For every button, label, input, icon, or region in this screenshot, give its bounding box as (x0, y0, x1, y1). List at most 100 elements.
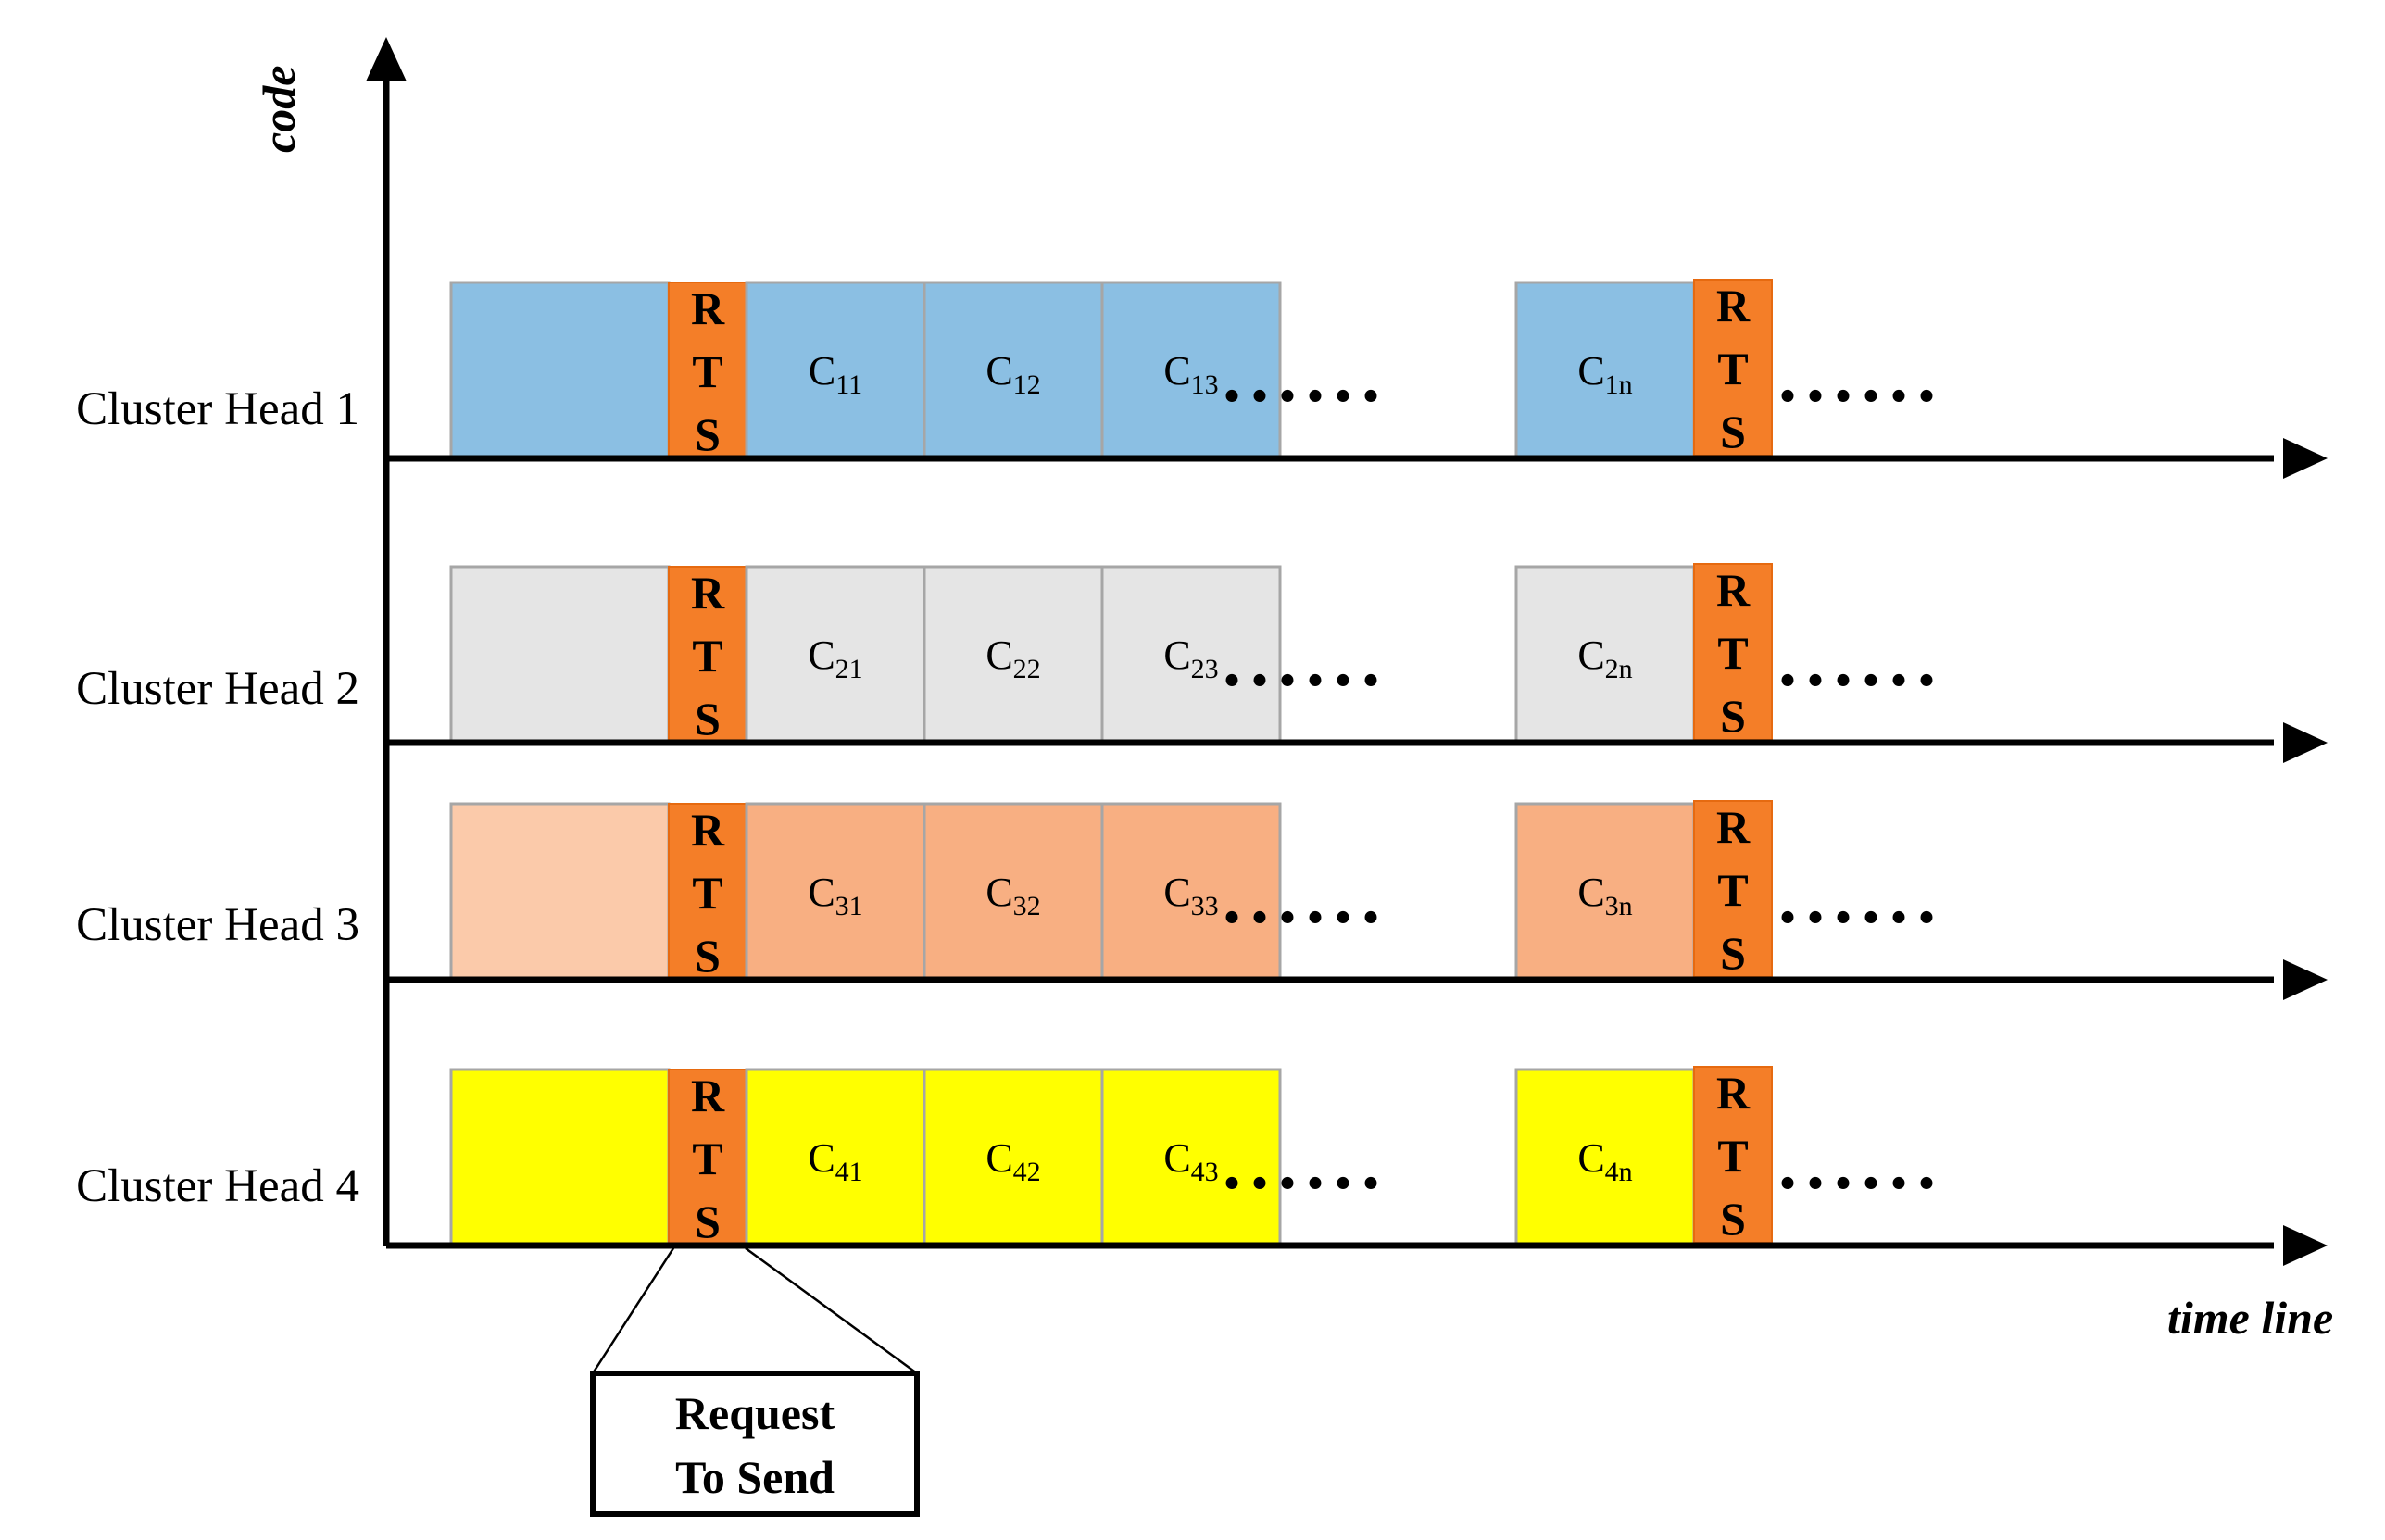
code-slot-label: C32 (985, 870, 1040, 921)
rts-letter: T (692, 867, 722, 919)
code-slot (745, 565, 926, 745)
code-slot-last (1514, 1068, 1696, 1247)
rts-letter: T (1717, 343, 1748, 394)
rts-letter: S (1720, 1193, 1746, 1245)
callout-left-line (591, 1247, 675, 1374)
callout-line-1: Request (675, 1387, 835, 1439)
rts-letter: R (691, 567, 725, 619)
code-axis-arrowhead (366, 37, 407, 81)
code-slot-label: C31 (808, 870, 862, 921)
rts-block (1693, 1066, 1773, 1244)
time-line-label: time line (2167, 1292, 2333, 1344)
code-slot-last (1514, 802, 1696, 982)
ellipsis-trailing: ...... (1778, 336, 1945, 418)
rts-block-trailing: RTS (1693, 279, 1773, 457)
code-slot-label: C22 (985, 632, 1040, 684)
code-slot-label: C23 (1163, 632, 1218, 684)
code-slot (745, 1068, 926, 1247)
code-slot (1100, 1068, 1282, 1247)
code-slot-label: C43 (1163, 1135, 1218, 1187)
rts-letter: S (695, 930, 721, 982)
ellipsis: ...... (1223, 858, 1389, 939)
code-slot-label: C11 (809, 348, 862, 400)
rts-letter: S (1720, 690, 1746, 742)
rts-block-first: RTS (668, 566, 747, 745)
ellipsis: ...... (1223, 1123, 1389, 1205)
rts-block-trailing: RTS (1693, 563, 1773, 742)
rts-block (1693, 279, 1773, 457)
code-slot-label: C42 (985, 1135, 1040, 1187)
code-slot (923, 1068, 1104, 1247)
code-slot-label: C33 (1163, 870, 1218, 921)
rts-letter: R (691, 1070, 725, 1121)
rts-letter: R (691, 282, 725, 334)
code-slot-last-label: C2n (1577, 632, 1632, 684)
cluster-head-label: Cluster Head 3 (76, 899, 359, 951)
lead-block (449, 1068, 671, 1247)
ellipsis-trailing: ...... (1778, 1123, 1945, 1205)
lead-block (449, 281, 671, 460)
cluster-head-label: Cluster Head 1 (76, 383, 359, 435)
code-slot-last (1514, 281, 1696, 460)
time-axis-arrowhead (2283, 959, 2328, 1000)
time-axis-arrowhead (2283, 722, 2328, 763)
rts-letter: R (691, 804, 725, 856)
callout-line-2: To Send (675, 1451, 835, 1503)
rts-letter: R (1716, 801, 1751, 853)
rts-block-first: RTS (668, 282, 747, 460)
code-slot (923, 802, 1104, 982)
rts-letter: T (692, 345, 722, 397)
cluster-head-label: Cluster Head 4 (76, 1160, 359, 1212)
ellipsis: ...... (1223, 336, 1389, 418)
code-slot (745, 281, 926, 460)
rts-block-first: RTS (668, 1069, 747, 1247)
code-slot (1100, 802, 1282, 982)
rts-letter: T (1717, 1130, 1748, 1182)
time-axis-arrowhead (2283, 1225, 2328, 1266)
ellipsis-trailing: ...... (1778, 620, 1945, 702)
code-slot-label: C12 (985, 348, 1040, 400)
rts-block-first: RTS (668, 803, 747, 982)
code-slot-last-label: C4n (1577, 1135, 1632, 1187)
rts-letter: T (692, 1133, 722, 1184)
rts-letter: R (1716, 564, 1751, 616)
rts-block-trailing: RTS (1693, 800, 1773, 979)
rts-letter: S (695, 408, 721, 460)
code-slot-label: C41 (808, 1135, 862, 1187)
rts-block (1693, 800, 1773, 978)
lead-block (449, 565, 671, 745)
rts-block (668, 803, 747, 981)
request-to-send-callout-box (590, 1371, 920, 1517)
code-axis-label: code (253, 66, 305, 153)
rts-letter: S (1720, 406, 1746, 457)
rts-letter: S (695, 1196, 721, 1247)
rts-letter: S (1720, 927, 1746, 979)
rts-letter: R (1716, 1067, 1751, 1119)
rts-letter: R (1716, 280, 1751, 332)
code-slot-last-label: C1n (1577, 348, 1632, 400)
rts-letter: T (1717, 864, 1748, 916)
lead-block (449, 802, 671, 982)
ellipsis: ...... (1223, 620, 1389, 702)
cluster-head-label: Cluster Head 2 (76, 663, 359, 715)
code-slot-label: C21 (808, 632, 862, 684)
code-slot (1100, 565, 1282, 745)
code-slot-label: C13 (1163, 348, 1218, 400)
code-slot (923, 281, 1104, 460)
rts-letter: T (692, 630, 722, 682)
ellipsis-trailing: ...... (1778, 858, 1945, 939)
rts-letter: S (695, 693, 721, 745)
rts-letter: T (1717, 627, 1748, 679)
rts-block-trailing: RTS (1693, 1066, 1773, 1245)
time-axis-arrowhead (2283, 438, 2328, 479)
code-slot-last (1514, 565, 1696, 745)
code-slot-last-label: C3n (1577, 870, 1632, 921)
callout-right-line (745, 1246, 918, 1375)
rts-block (1693, 563, 1773, 741)
